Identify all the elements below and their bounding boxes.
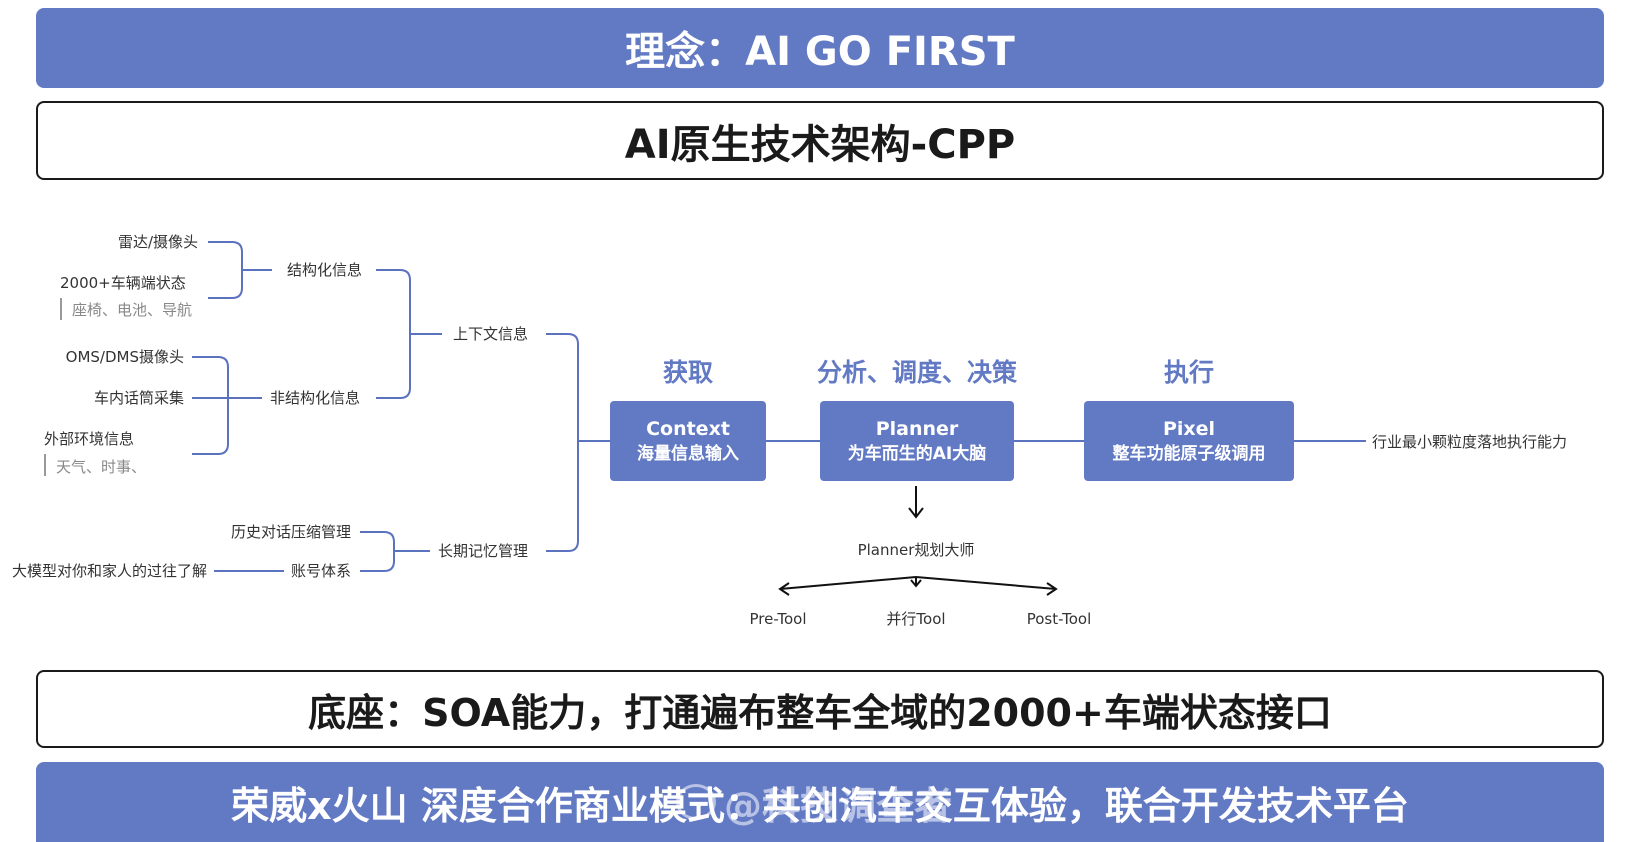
label-context-info: 上下文信息 (453, 325, 529, 343)
context-box-subtitle: 海量信息输入 (637, 444, 739, 464)
label-memory-management: 长期记忆管理 (438, 542, 529, 560)
foundation-banner: 底座：SOA能力，打通遍布整车全域的2000+车端状态接口 (36, 670, 1604, 748)
bracket-unstructured (192, 356, 262, 455)
partnership-title: 荣威x火山 深度合作商业模式：共创汽车交互体验，联合开发技术平台 (231, 783, 1409, 828)
label-history-compression: 历史对话压缩管理 (230, 523, 351, 541)
label-structured-info: 结构化信息 (287, 261, 363, 279)
label-post-tool: Post-Tool (1026, 610, 1092, 628)
label-pre-tool: Pre-Tool (749, 610, 807, 628)
philosophy-title: 理念：AI GO FIRST (625, 29, 1015, 75)
pixel-box: Pixel 整车功能原子级调用 (1084, 401, 1294, 481)
partnership-banner: 荣威x火山 深度合作商业模式：共创汽车交互体验，联合开发技术平台 @科技调查者 (36, 762, 1604, 842)
foundation-title: 底座：SOA能力，打通遍布整车全域的2000+车端状态接口 (308, 690, 1332, 735)
context-box-title: Context (646, 418, 730, 440)
planner-box-title: Planner (875, 418, 959, 440)
label-unstructured-info: 非结构化信息 (270, 389, 361, 407)
examples-bar (60, 298, 62, 320)
architecture-banner: AI原生技术架构-CPP (36, 101, 1604, 180)
philosophy-banner: 理念：AI GO FIRST (36, 8, 1604, 88)
label-pixel-note: 行业最小颗粒度落地执行能力 (1372, 433, 1568, 451)
stage-acquire: 获取 (662, 358, 713, 387)
architecture-title: AI原生技术架构-CPP (624, 121, 1016, 168)
examples-bar (44, 454, 46, 476)
label-structured-examples: 座椅、电池、导航 (72, 301, 193, 319)
planner-box: Planner 为车而生的AI大脑 (820, 401, 1014, 481)
label-external-env: 外部环境信息 (44, 430, 135, 448)
label-radar-camera: 雷达/摄像头 (117, 233, 198, 251)
pixel-box-subtitle: 整车功能原子级调用 (1112, 444, 1266, 464)
arrow-parallel-tool (910, 577, 922, 588)
arrow-pre-tool (778, 576, 917, 596)
label-planner-master: Planner规划大师 (857, 541, 975, 559)
bracket-context-info (376, 269, 442, 399)
bracket-memory (360, 531, 430, 572)
label-unstructured-examples: 天气、时事、 (56, 458, 147, 476)
stage-analyze: 分析、调度、决策 (816, 358, 1017, 387)
label-account-note: 大模型对你和家人的过往了解 (12, 562, 208, 580)
context-box: Context 海量信息输入 (610, 401, 766, 481)
label-account-system: 账号体系 (290, 562, 351, 580)
stage-execute: 执行 (1163, 358, 1214, 387)
label-vehicle-state: 2000+车辆端状态 (60, 274, 186, 292)
arrow-planner-down (908, 486, 924, 519)
label-oms-dms: OMS/DMS摄像头 (65, 348, 184, 366)
pixel-box-title: Pixel (1162, 418, 1216, 440)
arrow-post-tool (915, 576, 1058, 596)
bracket-structured (208, 241, 272, 299)
label-parallel-tool: 并行Tool (886, 610, 946, 628)
label-cabin-mic: 车内话筒采集 (93, 389, 184, 407)
bracket-main (546, 333, 610, 552)
planner-box-subtitle: 为车而生的AI大脑 (847, 444, 987, 464)
